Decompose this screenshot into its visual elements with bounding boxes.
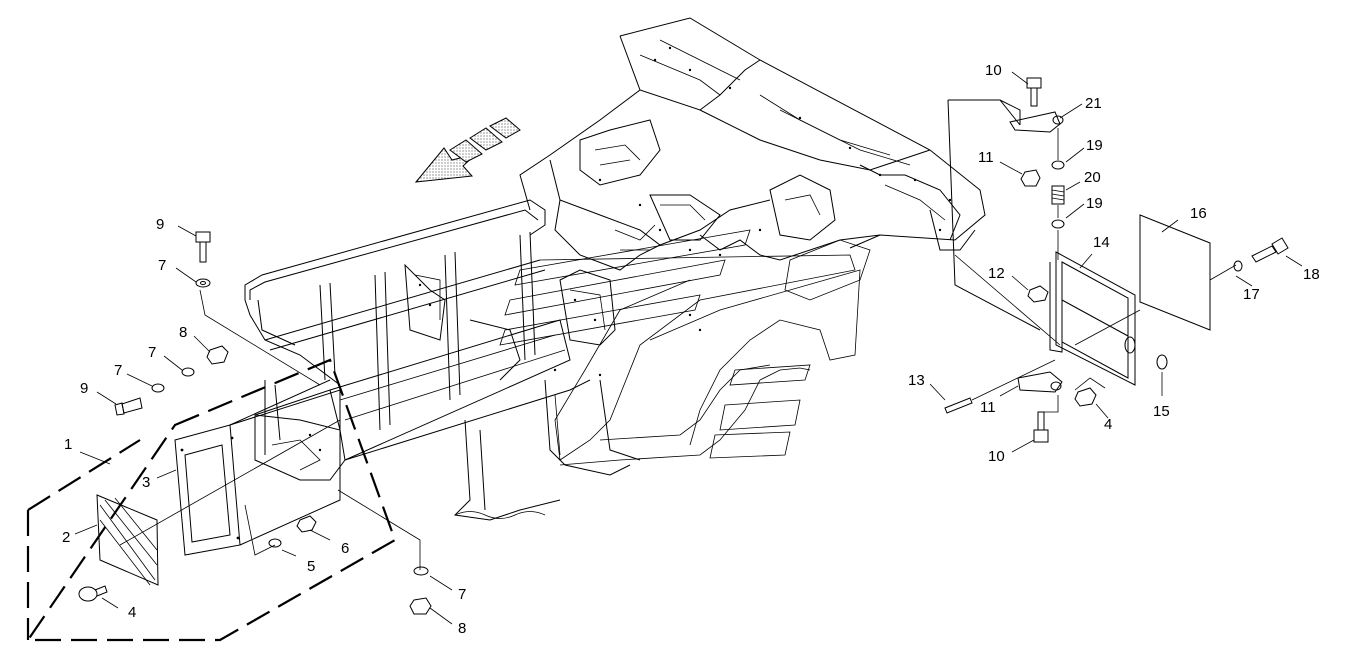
bolt-icon [78, 585, 108, 602]
callout-3: 3 [142, 474, 150, 491]
callout-8: 8 [458, 620, 466, 637]
bolt-icon [195, 231, 211, 263]
callout-20: 20 [1084, 169, 1101, 186]
callout-13: 13 [908, 372, 925, 389]
nut-icon [409, 597, 432, 615]
nut-icon [296, 515, 317, 533]
washer-icon [268, 538, 282, 548]
leader-lines [74, 71, 1303, 625]
callout-4: 4 [1104, 416, 1112, 433]
callout-12: 12 [988, 265, 1005, 282]
washer-icon [1051, 160, 1065, 170]
left-step-assembly [25, 231, 432, 642]
machine-frame [244, 17, 1041, 521]
right-step-assembly [944, 77, 1289, 443]
bolt-icon [1026, 77, 1042, 107]
callout-7: 7 [158, 257, 166, 274]
washer-icon [1051, 219, 1065, 229]
callout-17: 17 [1243, 286, 1260, 303]
callout-11: 11 [980, 399, 996, 416]
callout-8: 8 [179, 324, 187, 341]
callout-9: 9 [156, 216, 164, 233]
callout-18: 18 [1303, 266, 1320, 283]
washer-icon [195, 278, 211, 288]
callout-7: 7 [114, 362, 122, 379]
callout-7: 7 [458, 586, 466, 603]
callout-2: 2 [62, 529, 70, 546]
bolt-icon [1033, 411, 1049, 443]
direction-arrow-icon [414, 117, 521, 183]
washer-icon [151, 383, 165, 393]
callout-10: 10 [985, 62, 1002, 79]
washer-icon [181, 367, 195, 377]
bolt-icon [1251, 237, 1289, 263]
callout-7: 7 [148, 344, 156, 361]
callout-16: 16 [1190, 205, 1207, 222]
callout-19: 19 [1086, 195, 1103, 212]
rivet-dots [308, 46, 952, 452]
callout-10: 10 [988, 448, 1005, 465]
callout-19: 19 [1086, 137, 1103, 154]
callout-5: 5 [307, 558, 315, 575]
callout-9: 9 [80, 380, 88, 397]
callout-14: 14 [1093, 234, 1110, 251]
callout-11: 11 [978, 149, 994, 166]
callout-labels: 1 2 3 4 5 6 7 7 7 7 8 8 9 9 10 10 11 11 … [62, 62, 1320, 637]
washer-icon [413, 566, 429, 576]
spring-icon [1051, 185, 1065, 205]
callout-15: 15 [1153, 403, 1170, 420]
callout-21: 21 [1085, 95, 1102, 112]
nut-icon [206, 345, 229, 365]
callout-6: 6 [341, 540, 349, 557]
bolt-icon [114, 397, 143, 416]
washer-icon [1233, 260, 1243, 272]
callout-4: 4 [128, 604, 136, 621]
callout-1: 1 [64, 436, 72, 453]
